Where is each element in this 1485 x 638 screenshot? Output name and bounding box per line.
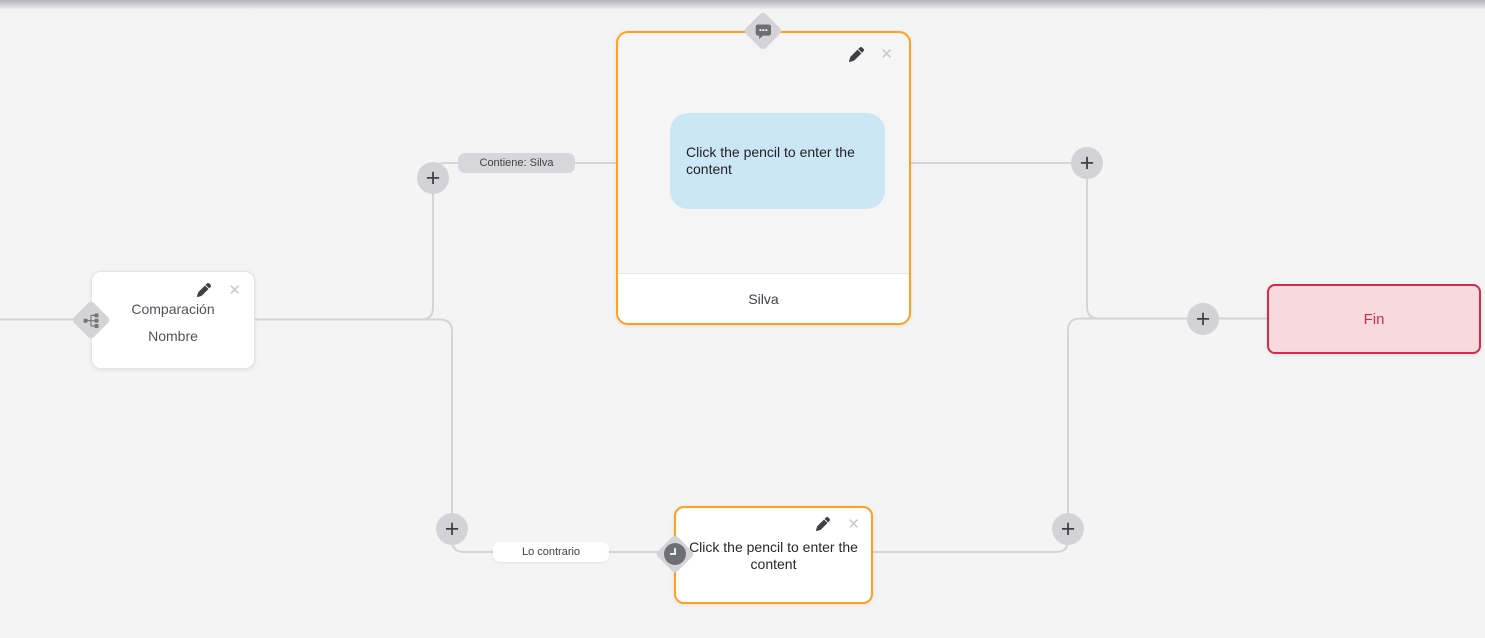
pencil-icon [197,283,212,297]
message-bubble: Click the pencil to enter the content [670,113,885,209]
delete-node-button[interactable]: ✕ [880,46,893,63]
message-port-diamond[interactable] [743,11,783,51]
edge-wait-to-end [868,317,1210,553]
edit-node-button[interactable] [197,283,212,298]
edit-node-button[interactable] [816,517,831,532]
pencil-icon [816,517,831,531]
edge-comparison-to-wait [253,318,674,553]
edit-node-button[interactable] [849,47,865,62]
edge-label-text: Lo contrario [521,546,581,558]
wait-port-diamond[interactable] [655,534,695,574]
chat-bubble-icon [755,23,772,39]
wait-placeholder-text: Click the pencil to enter the content [689,539,858,572]
node-wait[interactable]: ✕ Click the pencil to enter the content [655,506,873,604]
edge-message-to-end [907,162,1267,320]
clock-icon [664,543,686,565]
add-node-button-before-end[interactable]: + [1187,303,1219,335]
add-node-button-bottom-left[interactable]: + [436,513,468,545]
comparison-node-title: Comparación Nombre [92,301,254,344]
plus-icon: + [1195,304,1211,333]
comparison-line-2: Nombre [148,328,198,344]
message-footer: Silva [618,273,909,323]
node-end-fin[interactable]: Fin [1267,284,1481,354]
end-node-label: Fin [1363,310,1385,328]
add-node-button-top-left[interactable]: + [417,162,449,194]
pencil-icon [849,47,865,62]
add-node-button-bottom-right[interactable]: + [1052,513,1084,545]
plus-icon: + [425,163,441,192]
plus-icon: + [1079,148,1095,177]
message-bubble-text: Click the pencil to enter the content [686,144,855,177]
plus-icon: + [1060,514,1076,543]
edge-label-contains[interactable]: Contiene: Silva [458,153,575,173]
edge-label-otherwise[interactable]: Lo contrario [493,542,609,562]
comparison-line-1: Comparación [131,301,215,317]
delete-node-button[interactable]: ✕ [228,282,241,299]
message-variable-label: Silva [748,290,779,307]
node-message-silva[interactable]: ✕ Click the pencil to enter the content … [616,11,911,325]
edge-label-text: Contiene: Silva [479,157,554,169]
plus-icon: + [444,514,460,543]
sitemap-branch-icon [83,312,99,328]
delete-node-button[interactable]: ✕ [847,516,860,533]
node-comparison[interactable]: ✕ Comparación Nombre [71,271,255,369]
add-node-button-top-right[interactable]: + [1071,147,1103,179]
comparison-port-diamond[interactable] [71,300,111,340]
